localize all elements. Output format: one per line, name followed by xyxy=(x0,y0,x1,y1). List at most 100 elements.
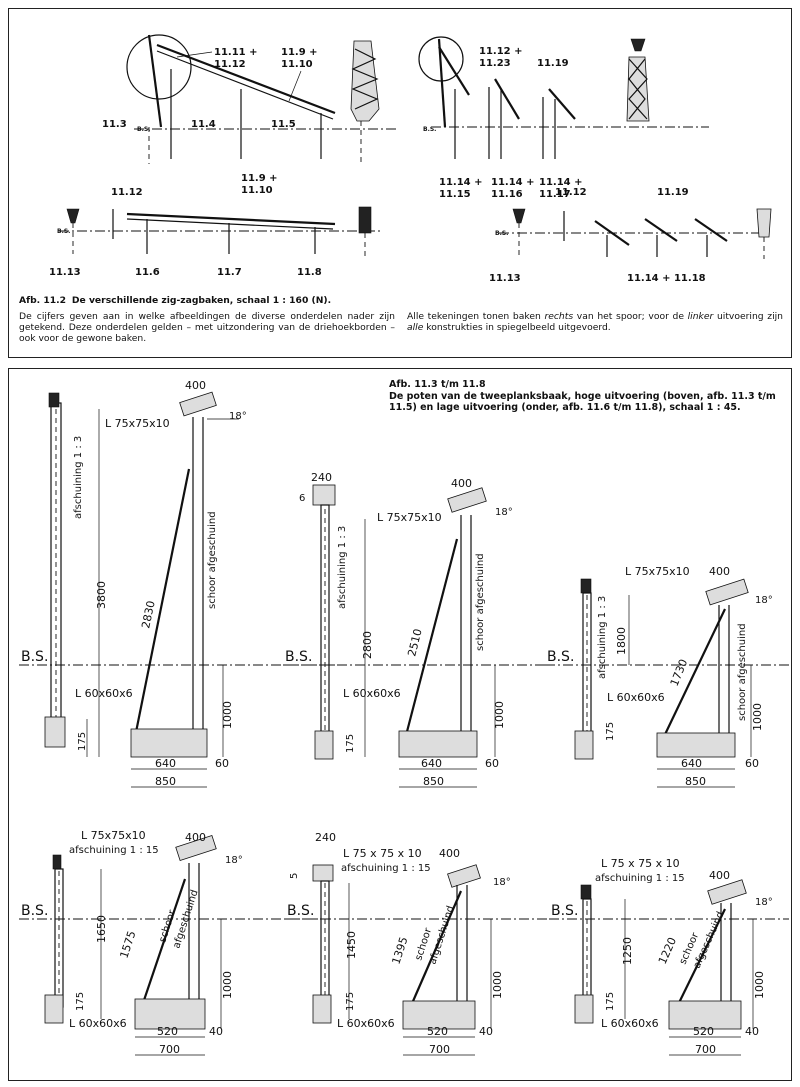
high-beacon-right xyxy=(418,36,709,159)
d2-w3: 850 xyxy=(423,775,444,788)
label-11-13: 11.13 xyxy=(49,267,81,278)
d6-diag: 1220 xyxy=(656,935,679,966)
d4-angle: 18° xyxy=(225,855,243,866)
caption-11-2-right: Alle tekeningen tonen baken rechts van h… xyxy=(407,311,784,333)
d5-height: 1450 xyxy=(345,931,358,959)
label-11-9-b: 11.9 + xyxy=(241,173,278,184)
d2-t: 6 xyxy=(299,493,305,504)
d2-w2: 60 xyxy=(485,757,499,770)
d2-top-dim: 400 xyxy=(451,477,472,490)
d2-angle: 18° xyxy=(495,507,513,518)
label-11-17: 11.17 xyxy=(539,189,571,200)
label-11-12: 11.12 xyxy=(214,59,246,70)
d3-brace: schoor afgeschuind xyxy=(737,623,748,721)
d1-angle: 18° xyxy=(229,411,247,422)
d1-foot: L 60x60x6 xyxy=(75,687,133,700)
d3-w2: 60 xyxy=(745,757,759,770)
drawing-11-6 xyxy=(19,834,329,1056)
label-11-19-b: 11.19 xyxy=(657,187,689,198)
d6-profile: L 75 x 75 x 10 xyxy=(601,857,680,870)
d3-bs: B.S. xyxy=(547,649,574,665)
d2-foot: L 60x60x6 xyxy=(343,687,401,700)
d4-top-dim: 400 xyxy=(185,831,206,844)
d3-profile: L 75x75x10 xyxy=(625,565,690,578)
d6-w3: 700 xyxy=(695,1043,716,1056)
overview-panel: 11.11 + 11.12 11.9 + 11.10 11.3 11.4 11.… xyxy=(8,8,792,358)
label-11-14-b: 11.14 + xyxy=(491,177,535,188)
drawing-11-3 xyxy=(19,391,339,788)
d5-w1: 520 xyxy=(427,1025,448,1038)
d3-w1: 640 xyxy=(681,757,702,770)
d5-low: 175 xyxy=(345,992,356,1011)
d5-angle: 18° xyxy=(493,877,511,888)
d6-w1: 520 xyxy=(693,1025,714,1038)
d2-profile: L 75x75x10 xyxy=(377,511,442,524)
legs-drawings: 400 18° L 75x75x10 afschuining 1 : 3 380… xyxy=(19,379,789,1056)
d5-slope: afschuining 1 : 15 xyxy=(341,863,431,874)
d3-h2: 1000 xyxy=(751,703,764,731)
label-11-3: 11.3 xyxy=(102,119,127,130)
drawing-11-4 xyxy=(283,484,549,788)
d3-angle: 18° xyxy=(755,595,773,606)
label-11-6: 11.6 xyxy=(135,267,160,278)
d1-w3: 850 xyxy=(155,775,176,788)
d3-foot: L 60x60x6 xyxy=(607,691,665,704)
bs-mark-3: B.S. xyxy=(423,126,436,133)
d4-slope: afschuining 1 : 15 xyxy=(69,845,159,856)
high-beacon-left xyxy=(126,34,399,164)
drawing-11-8 xyxy=(549,879,789,1056)
d1-w2: 60 xyxy=(215,757,229,770)
bs-mark-1: B.S. xyxy=(137,126,150,133)
d6-top-dim: 400 xyxy=(709,869,730,882)
label-11-10-b: 11.10 xyxy=(241,185,273,196)
d5-w2: 40 xyxy=(479,1025,493,1038)
d1-diag: 2830 xyxy=(139,600,158,630)
d4-profile: L 75x75x10 xyxy=(81,829,146,842)
d6-slope: afschuining 1 : 15 xyxy=(595,873,685,884)
drawing-11-5 xyxy=(545,578,789,788)
d6-h2: 1000 xyxy=(753,971,766,999)
d5-h2: 1000 xyxy=(491,971,504,999)
d2-height: 2800 xyxy=(361,631,374,659)
zigzag-overview-drawing: 11.11 + 11.12 11.9 + 11.10 11.3 11.4 11.… xyxy=(49,34,772,284)
d5-top-dim: 400 xyxy=(439,847,460,860)
label-11-9: 11.9 + xyxy=(281,47,318,58)
drawing-11-7 xyxy=(285,864,549,1056)
d3-top-dim: 400 xyxy=(709,565,730,578)
d2-brace: schoor afgeschuind xyxy=(475,553,486,651)
d1-slope: afschuining 1 : 3 xyxy=(73,436,84,519)
d2-h2: 1000 xyxy=(493,701,506,729)
d4-w1: 520 xyxy=(157,1025,178,1038)
d4-low: 175 xyxy=(75,992,86,1011)
label-11-14-c: 11.14 + xyxy=(539,177,583,188)
d5-bs: B.S. xyxy=(287,903,314,919)
d4-h2: 1000 xyxy=(221,971,234,999)
label-11-7: 11.7 xyxy=(217,267,242,278)
bs-mark-4: B.S. xyxy=(495,230,508,237)
d5-t: 5 xyxy=(289,873,300,879)
caption-11-2-title: Afb. 11.2 De verschillende zig-zagbaken,… xyxy=(19,295,332,306)
label-11-14-18: 11.14 + 11.18 xyxy=(627,273,706,284)
d3-w3: 850 xyxy=(685,775,706,788)
label-11-13-b: 11.13 xyxy=(489,273,521,284)
d5-diag: 1395 xyxy=(389,935,410,966)
label-11-5: 11.5 xyxy=(271,119,296,130)
caption-11-2-left: De cijfers geven aan in welke afbeelding… xyxy=(19,311,395,344)
d2-diag: 2510 xyxy=(405,627,424,657)
d3-height: 1800 xyxy=(615,627,628,655)
d3-diag: 1730 xyxy=(668,657,691,688)
label-11-23: 11.23 xyxy=(479,58,511,69)
d1-bs: B.S. xyxy=(21,649,48,665)
d5-w3: 700 xyxy=(429,1043,450,1056)
d1-w1: 640 xyxy=(155,757,176,770)
d6-foot: L 60x60x6 xyxy=(601,1017,659,1030)
d6-height: 1250 xyxy=(621,937,634,965)
label-11-16: 11.16 xyxy=(491,189,523,200)
d1-height: 3800 xyxy=(95,581,108,609)
d5-w0: 240 xyxy=(315,831,336,844)
label-11-8: 11.8 xyxy=(297,267,322,278)
label-11-11: 11.11 + xyxy=(214,47,258,58)
d2-low: 175 xyxy=(345,734,356,753)
caption-11-3-text: De poten van de tweeplanksbaak, hoge uit… xyxy=(389,391,776,413)
d4-height: 1650 xyxy=(95,915,108,943)
